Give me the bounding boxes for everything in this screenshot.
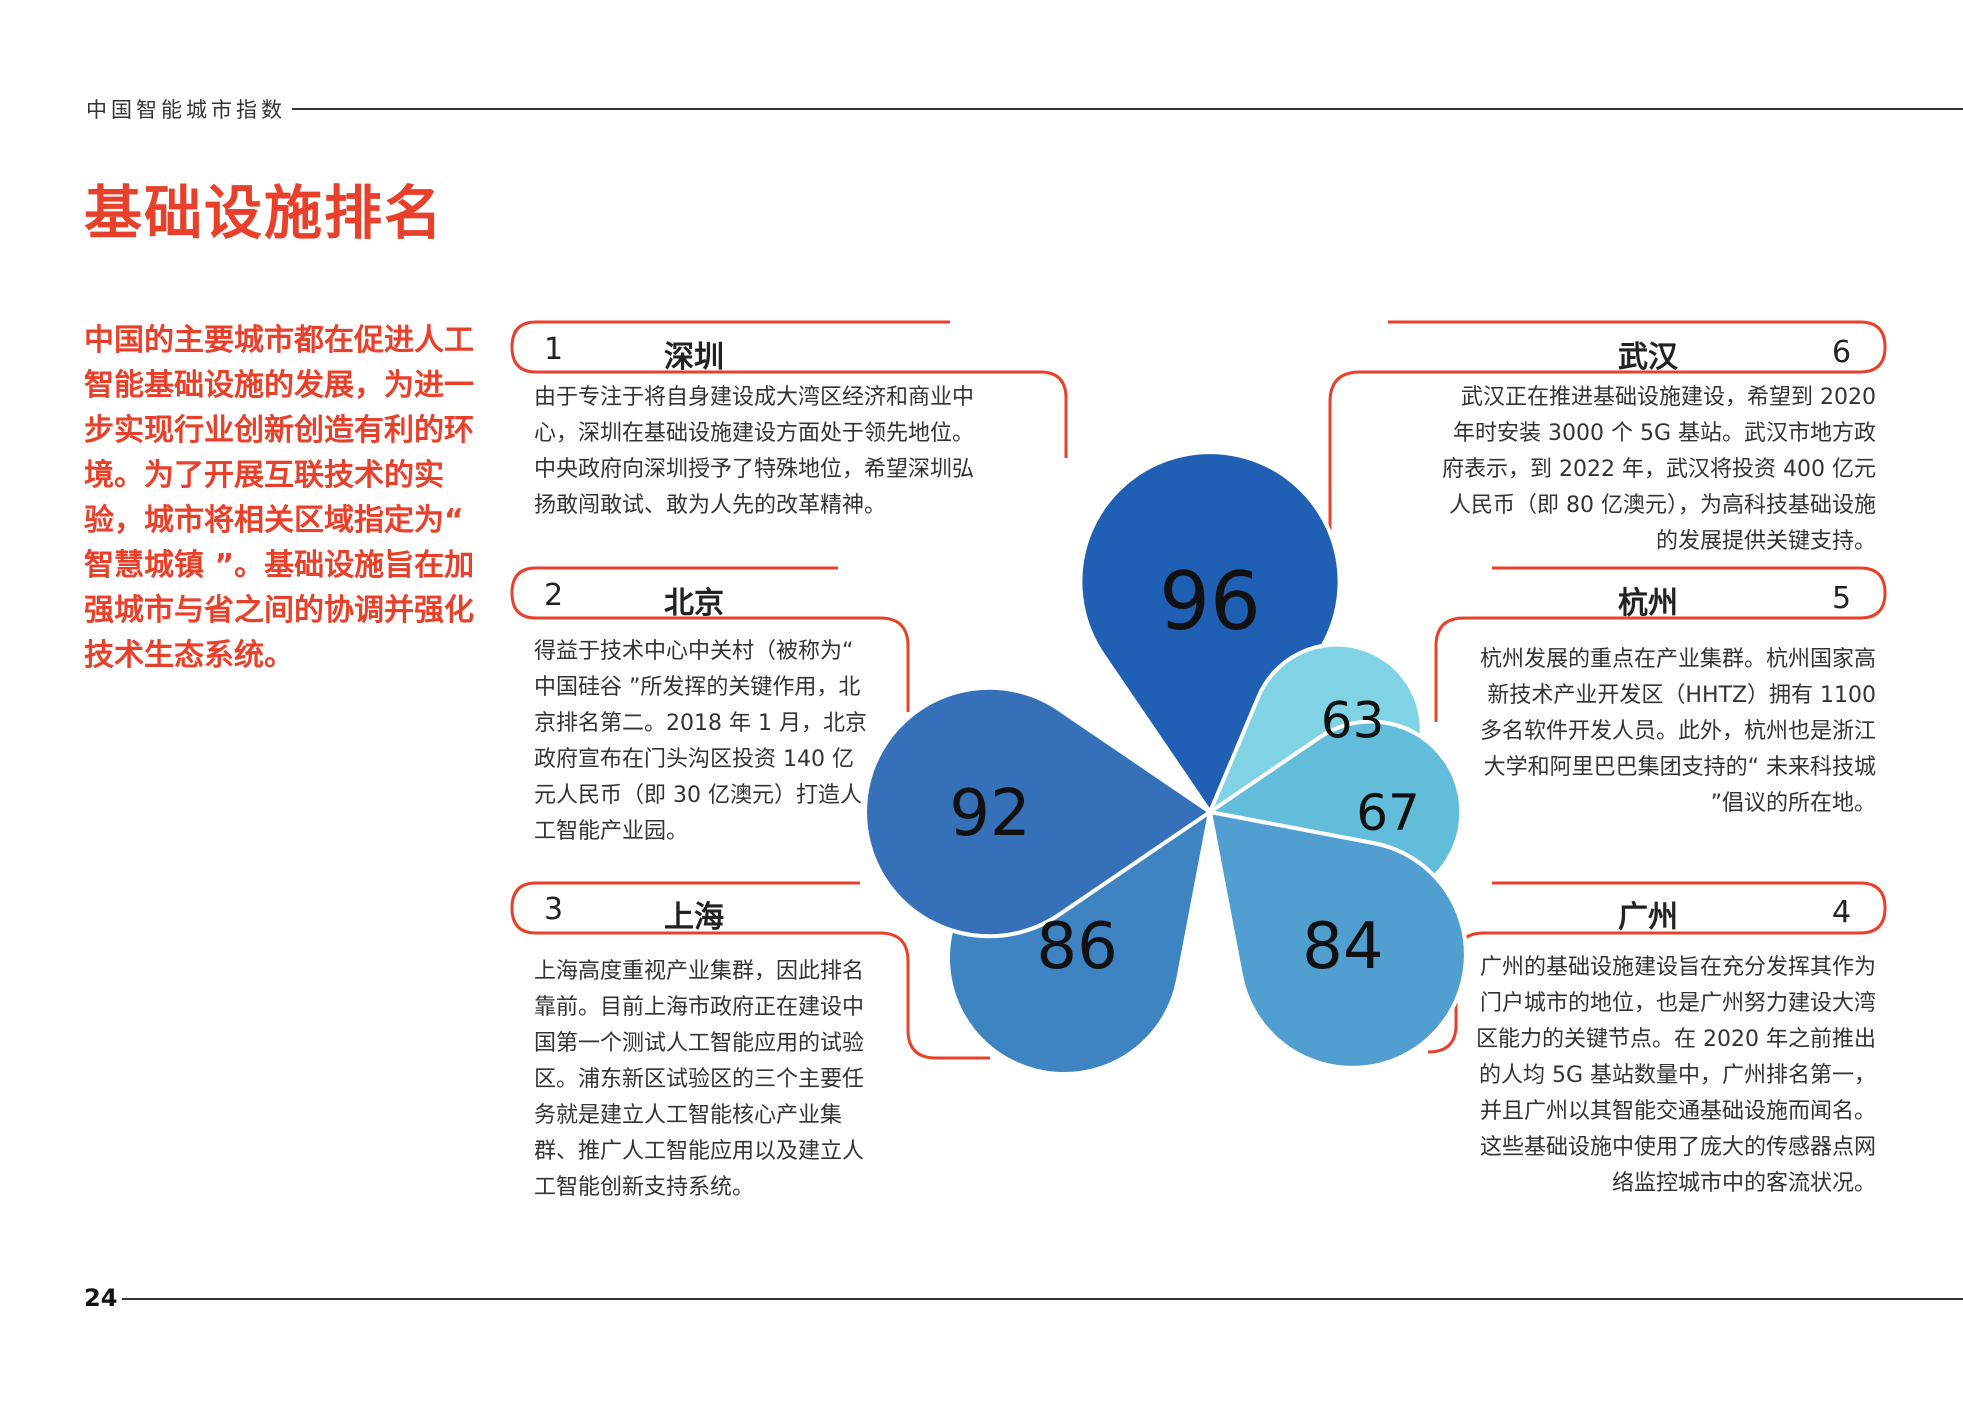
header-rule: [292, 108, 1963, 110]
petal-4: [1207, 809, 1468, 1070]
city-name: 武汉: [1618, 340, 1678, 375]
petal-score-2: 92: [949, 777, 1030, 851]
page-number: 24: [84, 1284, 118, 1312]
desc-hangzhou: 杭州发展的重点在产业集群。杭州国家高新技术产业开发区（HHTZ）拥有 1100 …: [1479, 647, 1876, 816]
petal-1: [1078, 450, 1342, 816]
petal-score-3: 86: [1036, 910, 1117, 984]
tag-shanghai: 3 上海: [520, 884, 860, 935]
tag-beijing: 2 北京: [520, 570, 840, 621]
petal-score-4: 84: [1302, 910, 1383, 984]
intro-text: 中国的主要城市都在促进人工智能基础设施的发展，为进一步实现行业创新创造有利的环境…: [84, 323, 475, 673]
rank-number: 3: [544, 892, 564, 927]
rank-number: 2: [544, 578, 564, 613]
petal-score-5: 67: [1356, 784, 1420, 842]
tag-guangzhou: 广州 4: [1500, 884, 1880, 935]
city-name: 深圳: [664, 340, 724, 375]
tag-wuhan: 武汉 6: [1400, 324, 1880, 375]
desc-shanghai: 上海高度重视产业集群，因此排名靠前。目前上海市政府正在建设中国第一个测试人工智能…: [534, 959, 865, 1200]
petal-score-6: 63: [1321, 691, 1385, 749]
petal-score-1: 96: [1159, 555, 1261, 648]
rank-number: 5: [1832, 581, 1852, 616]
city-name: 上海: [664, 900, 724, 935]
petal-2: [863, 685, 1214, 939]
desc-shenzhen: 由于专注于将自身建设成大湾区经济和商业中心，深圳在基础设施建设方面处于领先地位。…: [534, 385, 975, 518]
rank-number: 4: [1832, 895, 1852, 930]
city-name: 广州: [1618, 900, 1678, 935]
rank-number: 6: [1832, 335, 1852, 370]
desc-wuhan: 武汉正在推进基础设施建设，希望到 2020 年时安装 3000 个 5G 基站。…: [1442, 385, 1876, 554]
city-name: 北京: [664, 586, 724, 621]
city-name: 杭州: [1618, 586, 1678, 621]
tag-shenzhen: 1 深圳: [520, 324, 940, 375]
rank-number: 1: [544, 332, 564, 367]
desc-guangzhou: 广州的基础设施建设旨在充分发挥其作为门户城市的地位，也是广州努力建设大湾区能力的…: [1476, 955, 1876, 1196]
desc-beijing: 得益于技术中心中关村（被称为“ 中国硅谷 ”所发挥的关键作用，北京排名第二。20…: [534, 639, 867, 844]
footer-rule: [122, 1298, 1963, 1300]
header-label: 中国智能城市指数: [86, 98, 286, 122]
tag-hangzhou: 杭州 5: [1500, 570, 1880, 621]
page-title: 基础设施排名: [84, 179, 445, 247]
